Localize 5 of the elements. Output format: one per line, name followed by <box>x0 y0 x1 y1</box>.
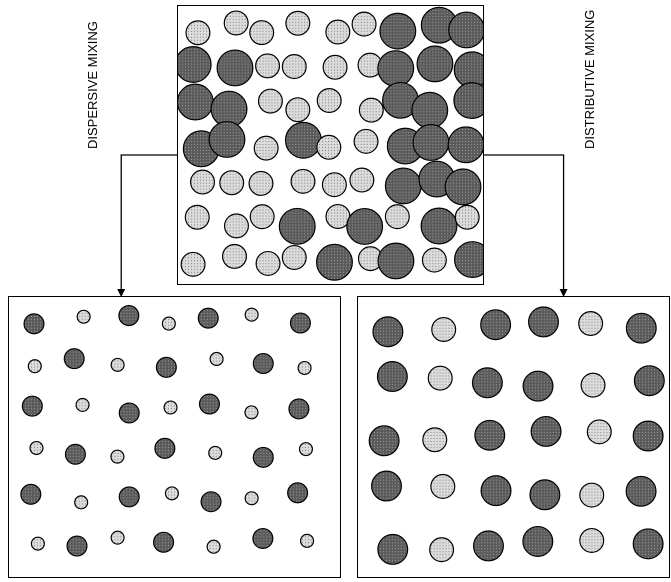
mixture-panel <box>8 296 341 578</box>
edge-label: DISTRIBUTIVE MIXING <box>582 8 597 151</box>
edge-label: DISPERSIVE MIXING <box>85 19 100 151</box>
arrow <box>117 154 177 297</box>
arrow <box>484 154 568 297</box>
